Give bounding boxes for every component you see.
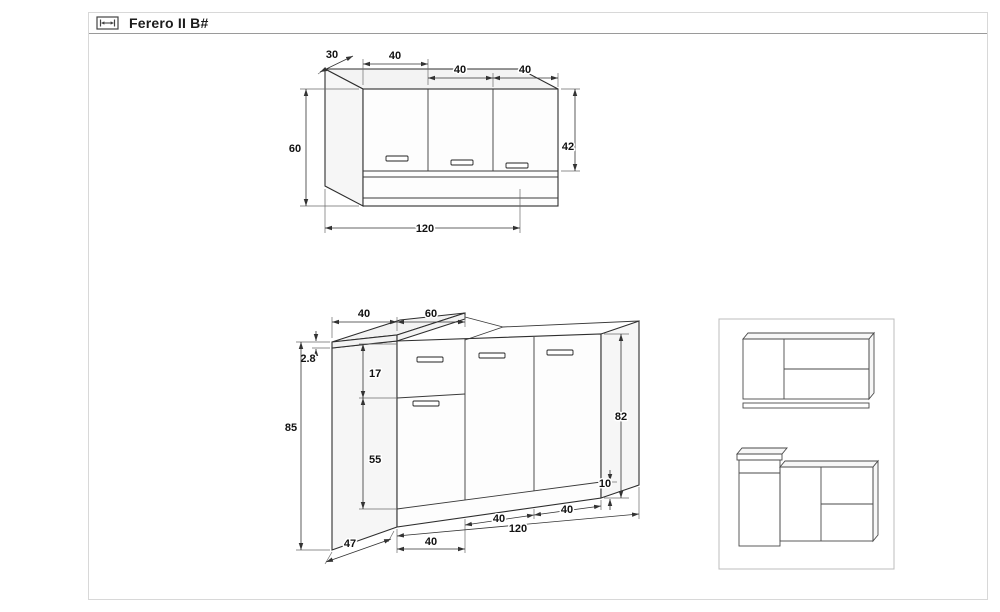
lower-door2-handle <box>478 352 506 359</box>
upper-door-width2-label: 40 <box>454 64 466 76</box>
upper-door-width3-label: 40 <box>519 64 531 76</box>
upper-depth-label: 30 <box>326 49 338 61</box>
upper-door1-handle <box>385 155 409 162</box>
dim-upper-height: 60 <box>287 88 359 207</box>
section2-width-label: 40 <box>493 513 505 525</box>
upper-cabinet-drawing: 30 40 40 40 60 <box>287 48 580 237</box>
lower-cabinet-front-face <box>396 333 602 528</box>
upper-door-width1-label: 40 <box>389 50 401 62</box>
dim-plinth-height: 10 <box>597 470 617 510</box>
plinth-height-label: 10 <box>599 478 611 490</box>
dim-worktop-depth: 60 <box>397 307 466 327</box>
dim-bottom-sections: 40 40 40 120 <box>396 487 640 553</box>
dim-carcass-height: 82 <box>604 333 629 499</box>
section1-width-label: 40 <box>425 536 437 548</box>
dim-lower-depth: 47 <box>324 530 395 565</box>
dim-upper-door-widths: 40 40 40 <box>362 49 559 87</box>
dim-lower-door-height: 55 <box>359 398 397 510</box>
dim-upper-door-height: 42 <box>560 88 580 172</box>
dim-upper-depth: 30 <box>317 48 354 75</box>
upper-door-height-label: 42 <box>562 141 574 153</box>
dim-upper-total-width: 120 <box>324 189 521 237</box>
dim-drawer-height: 17 <box>359 343 397 399</box>
sheet-title: Ferero II B# <box>129 15 209 31</box>
upper-total-width-label: 120 <box>416 223 434 235</box>
inset-base-cabinet-thumbnail <box>736 447 879 547</box>
lower-cabinet-right-side <box>600 320 640 499</box>
upper-cabinet-side-face <box>324 68 364 207</box>
section3-width-label: 40 <box>561 504 573 516</box>
inset-wall-cabinet-thumbnail <box>742 331 875 409</box>
lower-depth-label: 47 <box>344 538 356 550</box>
dim-worktop-width: 40 <box>331 307 398 338</box>
drawing-sheet: Ferero II B# <box>88 12 988 600</box>
carcass-height-label: 82 <box>615 411 627 423</box>
lower-door3-handle <box>546 349 574 356</box>
upper-height-label: 60 <box>289 143 301 155</box>
upper-cabinet-front-face <box>362 88 559 207</box>
lower-cabinet-drawing: 40 60 2.8 85 <box>283 307 640 565</box>
dim-lower-total-height: 85 <box>283 341 330 551</box>
worktop-thickness-label: 2.8 <box>300 353 315 365</box>
dimension-arrow-icon <box>96 15 119 30</box>
lower-total-width-label: 120 <box>509 523 527 535</box>
sheet-header: Ferero II B# <box>89 13 987 34</box>
worktop-depth-label: 60 <box>425 308 437 320</box>
upper-door3-handle <box>505 162 529 169</box>
technical-drawing: 30 40 40 40 60 <box>283 48 895 570</box>
inset-panel <box>718 318 895 570</box>
lower-cabinet-side-panel <box>331 340 398 551</box>
upper-door2-handle <box>450 159 474 166</box>
lower-door-height-label: 55 <box>369 454 381 466</box>
dim-worktop-thickness: 2.8 <box>299 331 330 367</box>
lower-total-height-label: 85 <box>285 422 297 434</box>
drawer-height-label: 17 <box>369 368 381 380</box>
drawer-handle <box>416 356 444 363</box>
inset-panel-border <box>718 318 895 570</box>
lower-door1-handle <box>412 400 440 407</box>
worktop-width-label: 40 <box>358 308 370 320</box>
